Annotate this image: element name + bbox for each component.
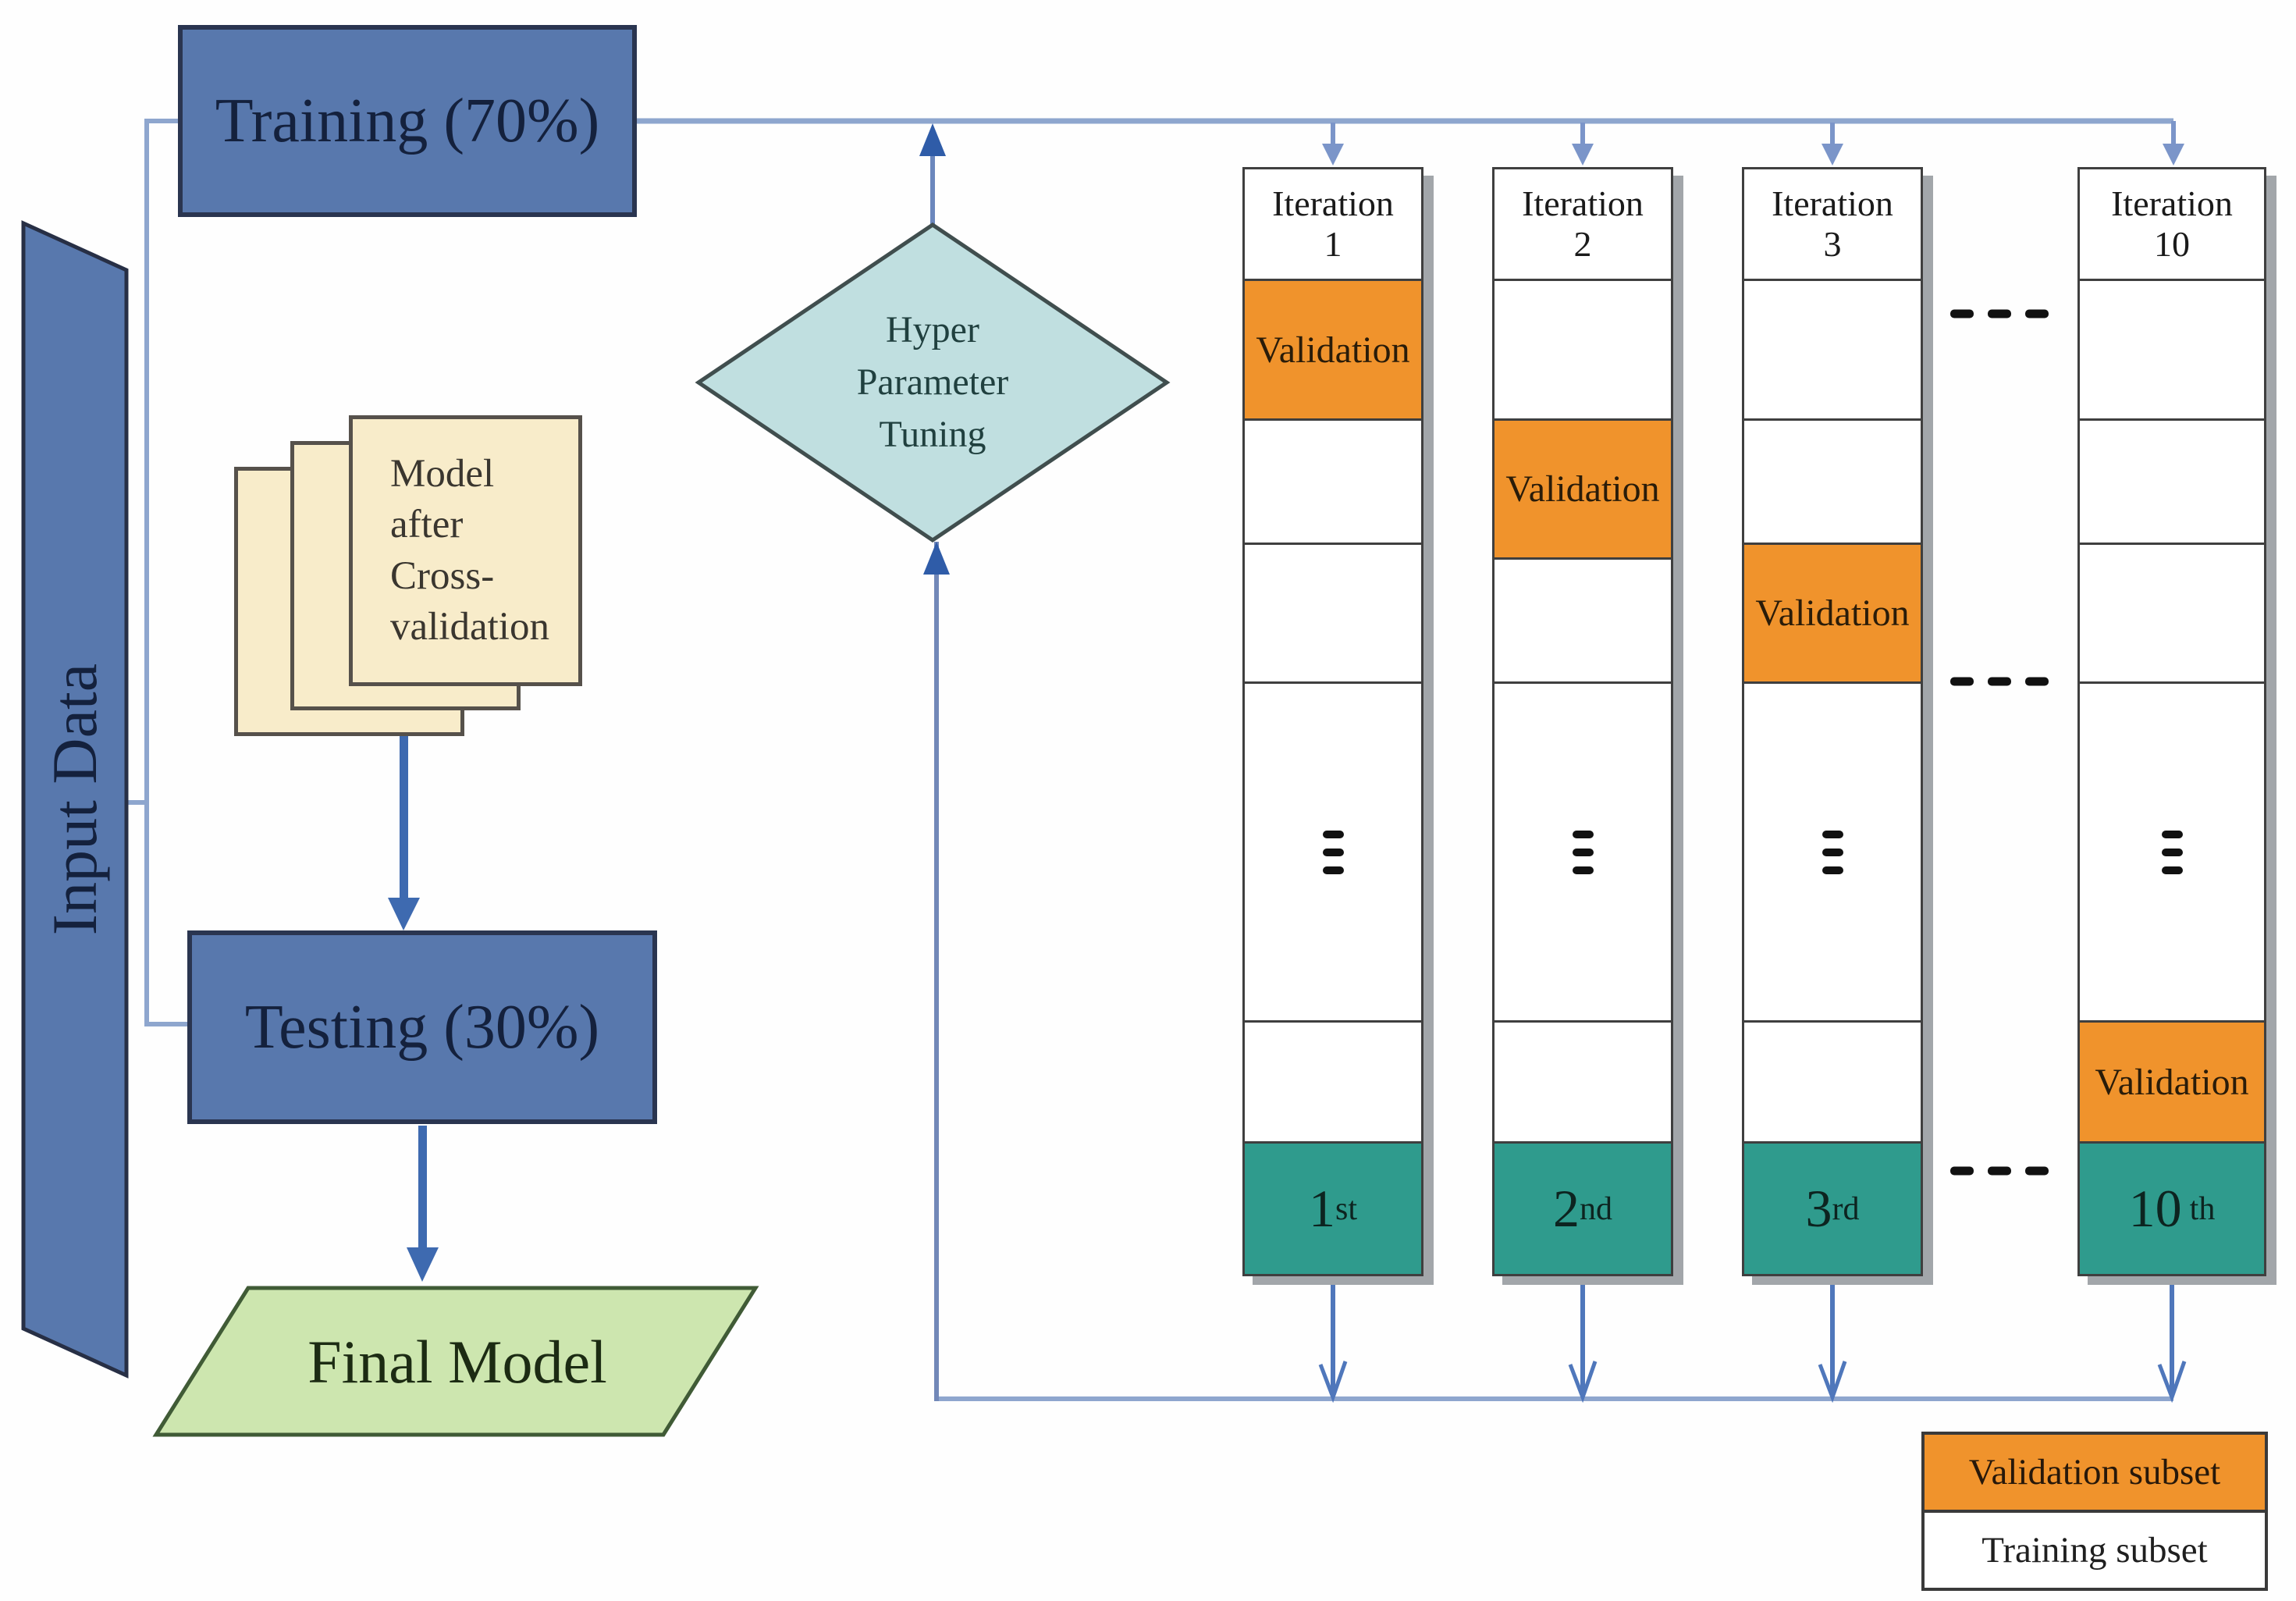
testing-label: Testing (30%) (244, 992, 600, 1062)
validation-cell-label: Validation (2095, 1061, 2249, 1103)
training-subset-cell (2080, 543, 2264, 681)
omitted-columns-ellipsis-icon (1950, 309, 2049, 318)
iteration-2-header-number: 2 (1573, 224, 1592, 264)
fold-ordinal: 2 (1553, 1179, 1580, 1238)
final-model-label: Final Model (307, 1328, 607, 1396)
model-stack-line4: validation (390, 604, 549, 649)
validation-cell-label: Validation (1755, 592, 1910, 634)
training-subset-cell (1744, 1020, 1921, 1141)
iteration-2-header: Iteration 2 (1495, 169, 1671, 279)
model-document-front: Model after Cross- validation (349, 415, 582, 686)
arrow-into-loop-icon (919, 123, 946, 156)
hyper-line2: Parameter (856, 361, 1009, 404)
iteration-10-validation-cell: Validation (2080, 1020, 2264, 1141)
iteration-1-header-word: Iteration (1272, 183, 1394, 224)
iteration-1-header: Iteration 1 (1245, 169, 1421, 279)
training-subset-cell (1744, 418, 1921, 543)
training-subset-cell (1495, 1020, 1671, 1141)
iteration-10-header: Iteration 10 (2080, 169, 2264, 279)
training-subset-cell-folds-ellipsis (1245, 681, 1421, 1020)
iteration-1-validation-cell: Validation (1245, 279, 1421, 418)
model-stack-line1: Model (390, 451, 495, 496)
iteration-3-header-word: Iteration (1772, 183, 1893, 224)
training-subset-cell-folds-ellipsis (1495, 681, 1671, 1020)
legend-training-subset: Training subset (1925, 1513, 2265, 1588)
training-subset-cell (2080, 418, 2264, 543)
training-subset-cell (1245, 1020, 1421, 1141)
model-stack-line2: after (390, 503, 464, 547)
iteration-1-header-number: 1 (1324, 224, 1342, 264)
omitted-folds-ellipsis-icon (1822, 830, 1843, 874)
legend-validation-label: Validation subset (1968, 1452, 2221, 1492)
hyper-line1: Hyper (886, 309, 979, 351)
omitted-folds-ellipsis-icon (1572, 830, 1594, 874)
training-subset-cell (1495, 557, 1671, 681)
input-data-label: Input Data (39, 663, 110, 936)
legend: Validation subset Training subset (1921, 1432, 2268, 1591)
validation-cell-label: Validation (1256, 329, 1410, 371)
iteration-10-header-number: 10 (2154, 224, 2190, 264)
omitted-folds-ellipsis-icon (1322, 830, 1344, 874)
model-stack-label: Model after Cross- validation (353, 449, 549, 653)
hyper-parameter-tuning-diamond (695, 222, 1171, 543)
training-subset-cell (1245, 418, 1421, 543)
iteration-3-validation-cell: Validation (1744, 543, 1921, 681)
training-subset-cell (1744, 279, 1921, 418)
stack-to-testing-arrow (388, 734, 420, 930)
fold-ordinal: 3 (1805, 1179, 1832, 1238)
loop-to-column-arrows (1322, 121, 2184, 165)
training-subset-cell (1245, 543, 1421, 681)
hyper-parameter-tuning-label: Hyper Parameter Tuning (857, 304, 1009, 461)
legend-training-label: Training subset (1981, 1530, 2208, 1571)
iteration-2-header-word: Iteration (1522, 183, 1644, 224)
training-subset-cell-folds-ellipsis (1744, 681, 1921, 1020)
hyper-line3: Tuning (879, 414, 986, 456)
validation-cell-label: Validation (1505, 468, 1660, 510)
fold-ordinal: 1 (1308, 1179, 1335, 1238)
training-box: Training (70%) (178, 25, 637, 217)
iteration-10-header-word: Iteration (2111, 183, 2233, 224)
model-stack-line3: Cross- (390, 553, 495, 598)
iteration-3-header: Iteration 3 (1744, 169, 1921, 279)
fold-ordinal: 10 (2128, 1179, 2182, 1238)
fold-to-feedback-arrows (1318, 1278, 2187, 1404)
training-subset-cell (1495, 279, 1671, 418)
omitted-columns-ellipsis-icon (1950, 677, 2049, 686)
input-data-parallelogram (21, 220, 129, 1379)
omitted-columns-ellipsis-icon (1950, 1166, 2049, 1176)
omitted-folds-ellipsis-icon (2161, 830, 2183, 874)
legend-validation-subset: Validation subset (1925, 1435, 2265, 1513)
training-subset-cell-folds-ellipsis (2080, 681, 2264, 1020)
iteration-3-header-number: 3 (1823, 224, 1842, 264)
testing-to-final-arrow (407, 1126, 439, 1282)
iteration-2-validation-cell: Validation (1495, 418, 1671, 557)
training-subset-cell (2080, 279, 2264, 418)
arrow-into-diamond-icon (923, 542, 950, 575)
training-label: Training (70%) (215, 86, 600, 155)
testing-box: Testing (30%) (187, 930, 657, 1124)
final-model-parallelogram (152, 1286, 759, 1437)
